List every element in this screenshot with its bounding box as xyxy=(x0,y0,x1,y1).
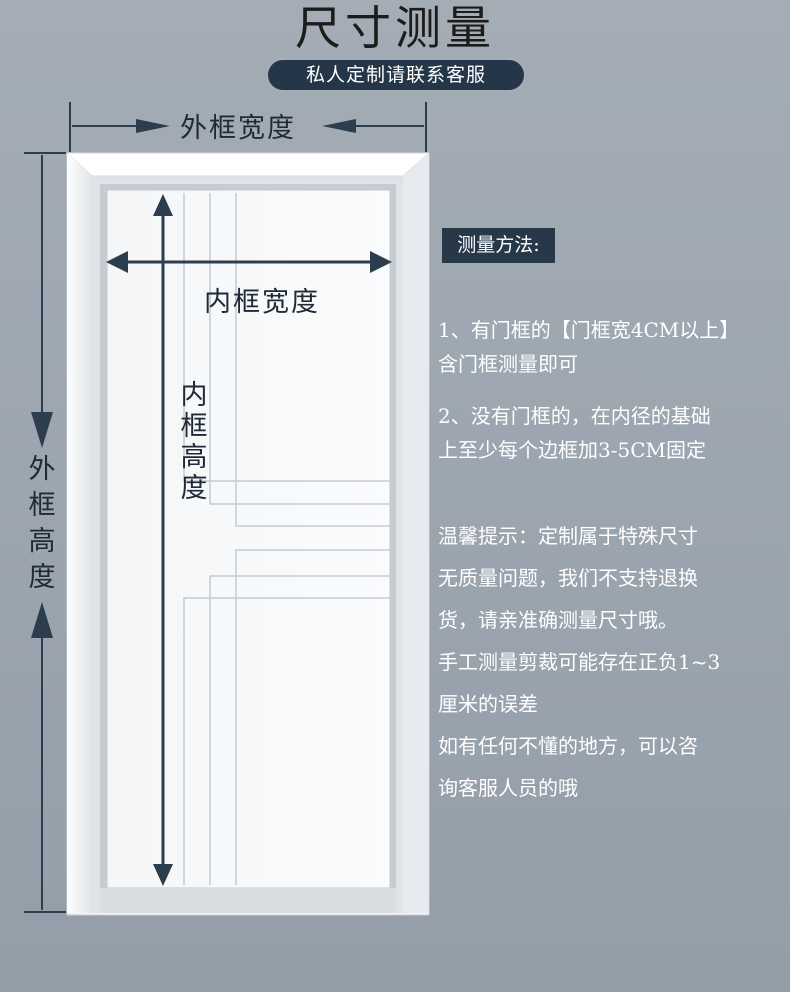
text-line: 如有任何不懂的地方，可以咨 xyxy=(438,734,698,758)
outer-height-char: 高 xyxy=(28,526,56,557)
text-line: 货，请亲准确测量尺寸哦。 xyxy=(438,608,678,632)
door-frame xyxy=(65,152,431,916)
inner-width-label: 内框宽度 xyxy=(204,287,320,318)
door-grooves xyxy=(183,193,390,885)
method-heading: 测量方法: xyxy=(442,228,555,263)
inner-height-char: 内 xyxy=(180,380,208,411)
text-line: 询客服人员的哦 xyxy=(438,776,578,800)
text-line: 温馨提示：定制属于特殊尺寸 xyxy=(438,524,698,548)
outer-height-arrow xyxy=(24,152,66,913)
text-line: 无质量问题，我们不支持退换 xyxy=(438,566,698,590)
text-line: 含门框测量即可 xyxy=(438,352,578,376)
outer-height-label: 外 框 高 度 xyxy=(27,452,57,596)
inner-height-label: 内 框 高 度 xyxy=(179,380,209,504)
inner-height-arrow xyxy=(153,194,173,886)
subtitle-badge: 私人定制请联系客服 xyxy=(268,60,524,90)
method-step-1: 1、有门框的【门框宽4CM以上】 含门框测量即可 xyxy=(438,313,739,381)
text-line: 1、有门框的【门框宽4CM以上】 xyxy=(438,318,740,342)
outer-height-char: 框 xyxy=(28,490,56,521)
tips-block: 温馨提示：定制属于特殊尺寸 无质量问题，我们不支持退换 货，请亲准确测量尺寸哦。… xyxy=(438,515,720,809)
text-line: 手工测量剪裁可能存在正负1~3 xyxy=(438,650,721,674)
method-step-2: 2、没有门框的，在内径的基础 上至少每个边框加3-5CM固定 xyxy=(438,399,711,467)
inner-height-char: 高 xyxy=(180,442,208,473)
inner-height-char: 度 xyxy=(180,473,208,504)
text-line: 上至少每个边框加3-5CM固定 xyxy=(438,438,706,462)
outer-height-char: 度 xyxy=(28,562,56,593)
text-line: 2、没有门框的，在内径的基础 xyxy=(438,404,711,428)
outer-width-label: 外框宽度 xyxy=(180,113,296,144)
text-line: 厘米的误差 xyxy=(438,692,538,716)
inner-height-char: 框 xyxy=(180,411,208,442)
page-title: 尺寸测量 xyxy=(295,1,495,55)
outer-height-char: 外 xyxy=(28,454,56,485)
outer-width-arrow xyxy=(69,102,427,152)
